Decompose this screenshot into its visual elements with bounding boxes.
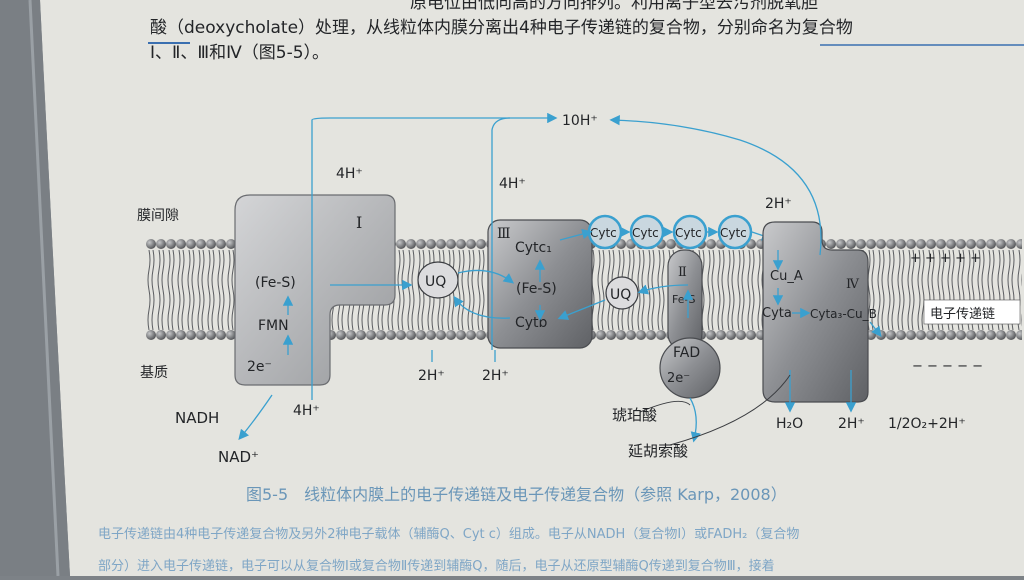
proton-2h-bottom-b: 2H⁺ bbox=[482, 368, 509, 384]
proton-2h-top: 2H⁺ bbox=[765, 196, 792, 212]
complex-II-name: Ⅱ bbox=[678, 265, 687, 280]
uq-left: UQ bbox=[417, 261, 459, 299]
complex-I-name: Ⅰ bbox=[356, 213, 362, 232]
complex-III-name: Ⅲ bbox=[497, 226, 511, 242]
header-line-top: 原电位由低向高的方向排列。利用离子型去污剂脱氧胆 bbox=[410, 0, 818, 13]
proton-4h-bottom: 4H⁺ bbox=[293, 403, 320, 419]
cytc-label: Cytc bbox=[590, 226, 617, 240]
minus-signs: − − − − − bbox=[912, 359, 983, 374]
fumarate-line bbox=[669, 374, 791, 446]
page-edge bbox=[28, 0, 60, 577]
matrix-label: 基质 bbox=[140, 364, 168, 381]
complex-III: Ⅲ Cytc₁ (Fe-S) Cytb bbox=[487, 219, 593, 349]
chain-label: 电子传递链 bbox=[930, 307, 995, 322]
succinate-line bbox=[639, 400, 691, 413]
proton-4h-mid: 4H⁺ bbox=[499, 176, 526, 192]
complex-I-fmn: FMN bbox=[258, 318, 289, 334]
nad-label: NAD⁺ bbox=[218, 448, 259, 466]
cytc-label: Cytc bbox=[720, 226, 747, 240]
uq-right-label: UQ bbox=[610, 287, 631, 303]
cytc-label: Cytc bbox=[632, 226, 659, 240]
cytc-carrier bbox=[672, 214, 708, 250]
cytc-carrier bbox=[629, 214, 665, 250]
proton-10h: 10H⁺ bbox=[562, 113, 598, 129]
cytc1-label: Cytc₁ bbox=[515, 240, 552, 256]
proton-2h-iv: 2H⁺ bbox=[838, 416, 865, 432]
complex-I-fes: (Fe-S) bbox=[255, 275, 296, 291]
fad-label: FAD bbox=[673, 345, 700, 361]
succinate-label: 琥珀酸 bbox=[612, 406, 657, 424]
complex-II: Ⅱ Fe-S FAD 2e⁻ bbox=[659, 249, 721, 399]
uq-left-label: UQ bbox=[425, 274, 446, 290]
uq-right: UQ bbox=[605, 276, 639, 310]
complex-I: Ⅰ (Fe-S) FMN 2e⁻ bbox=[234, 194, 396, 386]
cyta3-label: Cyta₃-Cu_B bbox=[810, 307, 877, 321]
intermembrane-label: 膜间隙 bbox=[137, 208, 179, 224]
proton-arrows bbox=[311, 112, 822, 400]
complex-IV-name: Ⅳ bbox=[846, 277, 860, 292]
chain-label-box bbox=[923, 299, 1021, 325]
header-line-1: 酸（deoxycholate）处理，从线粒体内膜分离出4种电子传递链的复合物，分… bbox=[150, 18, 853, 38]
cyta-label: Cyta bbox=[762, 306, 792, 321]
cytb-label: Cytb bbox=[515, 315, 548, 331]
complex-IV: Ⅳ Cu_A Cyta Cyta₃-Cu_B bbox=[762, 221, 877, 403]
cua-label: Cu_A bbox=[770, 269, 803, 284]
plus-signs: + + + + + bbox=[910, 251, 981, 266]
water-label: H₂O bbox=[776, 416, 803, 432]
body-line-1: 电子传递链由4种电子传递复合物及另外2种电子载体（辅酶Q、Cyt c）组成。电子… bbox=[98, 526, 799, 542]
fumarate-label: 延胡索酸 bbox=[628, 442, 688, 460]
nadh-label: NADH bbox=[175, 409, 219, 427]
body-line-2: 部分）进入电子传递链，电子可以从复合物Ⅰ或复合物Ⅱ传递到辅酶Q，随后，电子从还原… bbox=[98, 558, 775, 574]
proton-2h-bottom-a: 2H⁺ bbox=[418, 368, 445, 384]
electron-arrows bbox=[238, 228, 882, 443]
complex-III-fes: (Fe-S) bbox=[516, 281, 557, 297]
proton-4h-left: 4H⁺ bbox=[336, 166, 363, 182]
complex-II-electrons: 2e⁻ bbox=[667, 371, 690, 386]
cytc-label: Cytc bbox=[675, 226, 702, 240]
cytc-carrier bbox=[717, 214, 753, 250]
complex-II-fes: Fe-S bbox=[672, 293, 695, 306]
header-line-2: Ⅰ、Ⅱ、Ⅲ和Ⅳ（图5-5）。 bbox=[150, 43, 329, 63]
complex-I-electrons: 2e⁻ bbox=[247, 359, 272, 375]
cytc-carriers: Cytc Cytc Cytc Cytc bbox=[587, 214, 773, 250]
oxygen-label: 1/2O₂+2H⁺ bbox=[888, 416, 966, 432]
figure-caption: 图5-5 线粒体内膜上的电子传递链及电子传递复合物（参照 Karp，2008） bbox=[246, 485, 787, 504]
